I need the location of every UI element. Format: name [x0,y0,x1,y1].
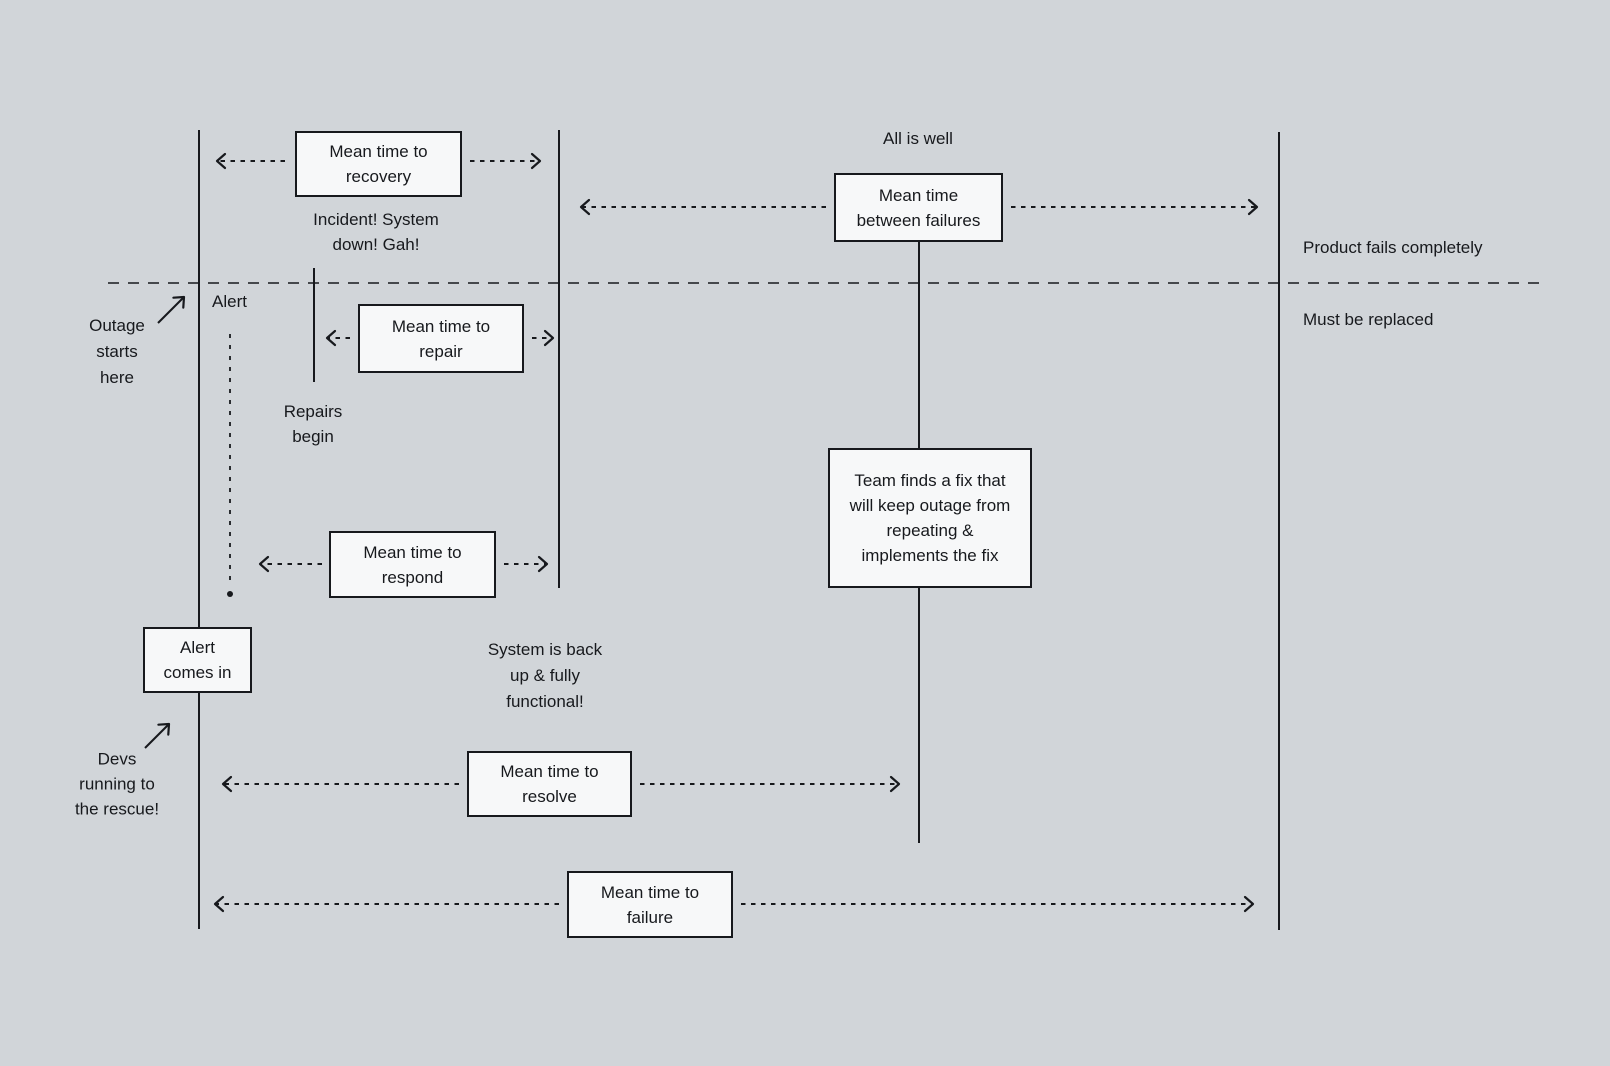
label-incident-system-down: Incident! System down! Gah! [313,210,439,254]
label-must-be-replaced: Must be replaced [1303,310,1434,329]
box-mean-time-between-failures: Mean time between failures [834,173,1003,242]
arrow-outage-pointer [157,295,186,324]
label-repairs-begin: Repairs begin [283,402,343,446]
box-mean-time-to-respond: Mean time to respond [329,531,496,598]
box-mean-time-to-recovery: Mean time to recovery [295,131,462,197]
label-alert: Alert [212,292,247,311]
label-product-fails-completely: Product fails completely [1303,238,1483,257]
box-team-finds-fix: Team finds a fix that will keep outage f… [828,448,1032,588]
box-mean-time-to-failure: Mean time to failure [567,871,733,938]
box-mean-time-to-resolve: Mean time to resolve [467,751,632,817]
label-system-back-up: System is back up & fully functional! [487,640,603,711]
arrow-devs-pointer [144,722,171,749]
box-mean-time-to-repair: Mean time to repair [358,304,524,373]
alert-dotted-end-dot [227,591,233,597]
label-outage-starts-here: Outage starts here [89,316,145,387]
label-devs-running: Devs running to the rescue! [74,749,160,819]
label-all-is-well: All is well [883,129,953,148]
box-alert-comes-in: Alert comes in [143,627,252,693]
